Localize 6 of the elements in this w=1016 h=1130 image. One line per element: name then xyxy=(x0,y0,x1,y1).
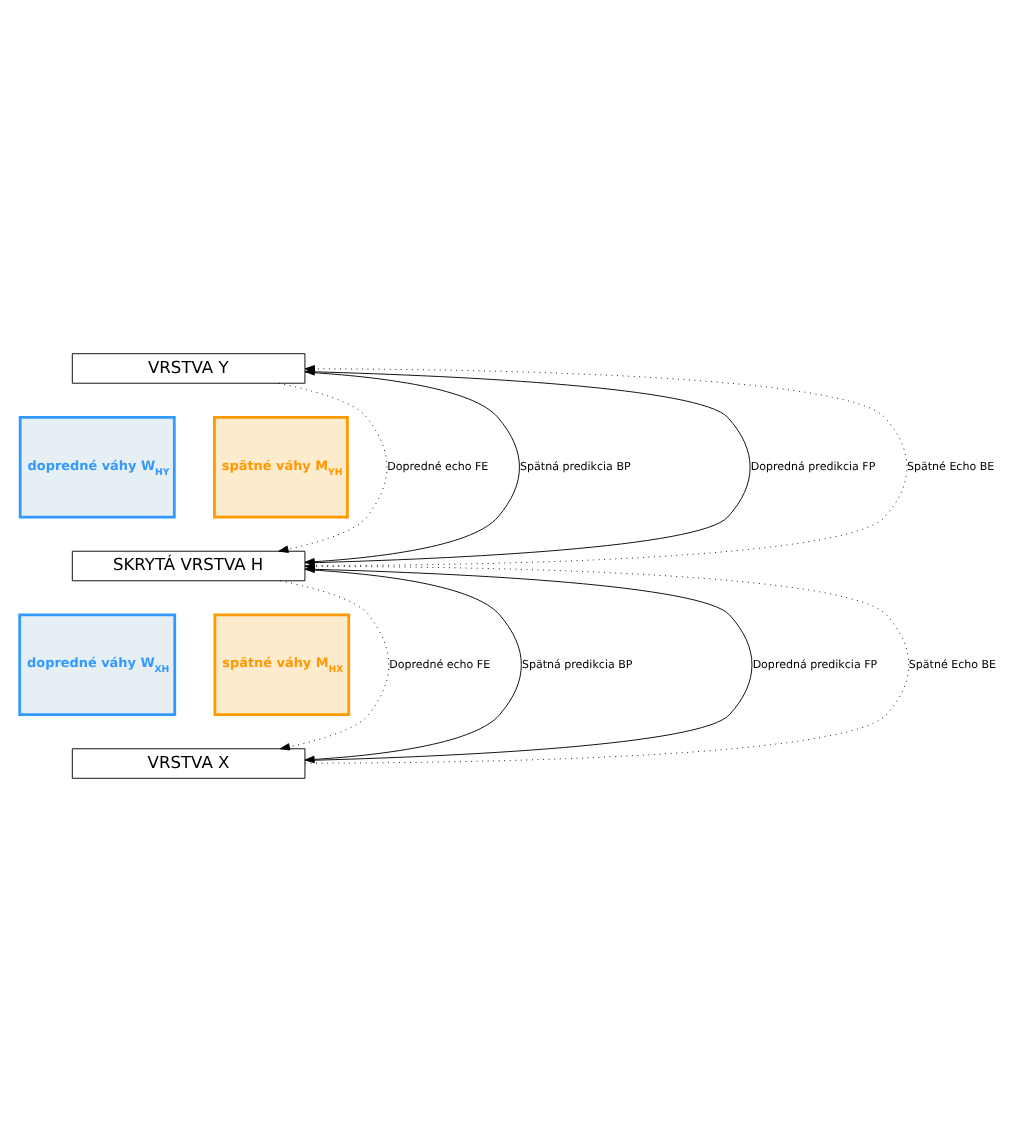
arrow xyxy=(278,381,388,552)
arrow xyxy=(304,568,522,763)
node-box: VRSTVA X xyxy=(71,747,306,778)
node-box: SKRYTÁ VRSTVA H xyxy=(71,549,306,581)
arrow xyxy=(279,579,390,750)
node-box: VRSTVA Y xyxy=(71,352,306,383)
